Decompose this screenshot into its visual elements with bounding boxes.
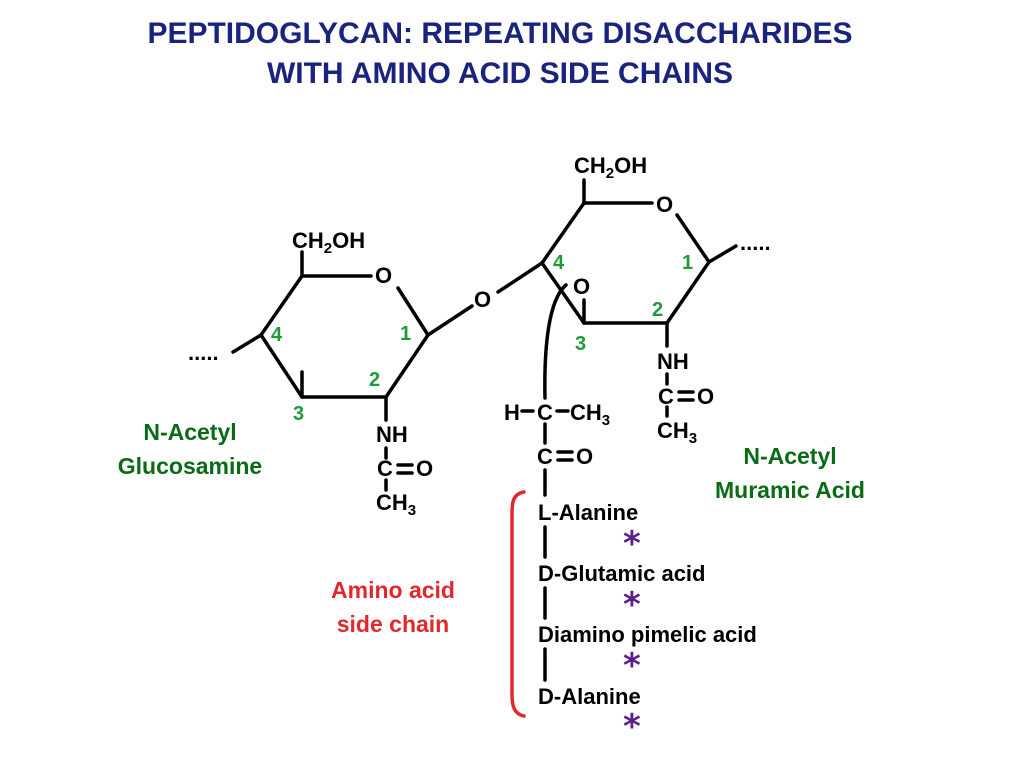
nag-nh: NH — [376, 422, 408, 447]
nag-carbonyl-c: C — [377, 456, 393, 481]
nam-chain-continuation: ..... — [740, 230, 771, 255]
residue-diamino-pimelic-acid: Diamino pimelic acid — [538, 622, 757, 647]
lactyl-bonds — [520, 409, 574, 497]
lactyl-carbonyl-o: O — [576, 444, 593, 469]
nam-ring-bonds — [540, 178, 738, 418]
lactyl-ch3: CH3 — [570, 400, 610, 429]
nag-ring-bonds — [231, 250, 474, 492]
nag-chain-continuation: ..... — [188, 340, 219, 365]
d-amino-acid-star-2: * — [623, 585, 641, 625]
residue-d-glutamic-acid: D-Glutamic acid — [538, 561, 705, 586]
nam-label-line-1: N-Acetyl — [743, 443, 836, 469]
nam-carbonyl-o: O — [697, 384, 714, 409]
nag-carbonyl-o: O — [416, 456, 433, 481]
nag-position-3: 3 — [293, 403, 304, 425]
page-title: PEPTIDOGLYCAN: REPEATING DISACCHARIDES W… — [0, 14, 1000, 94]
glycosidic-oxygen: O — [474, 287, 491, 312]
nam-ring-oxygen: O — [656, 192, 673, 217]
d-amino-acid-star-4: * — [623, 707, 641, 747]
lactyl-h: H — [504, 400, 520, 425]
nam-ch3: CH3 — [657, 418, 697, 447]
nag-position-2: 2 — [369, 369, 380, 391]
nam-label-line-2: Muramic Acid — [715, 477, 865, 503]
side-chain-label-line-2: side chain — [337, 611, 449, 637]
glycosidic-bond — [496, 261, 544, 294]
o3-lactyl-bond — [543, 283, 568, 400]
lactyl-carbonyl-c: C — [537, 444, 553, 469]
nam-o3-oxygen: O — [573, 274, 590, 299]
d-amino-acid-star-1: * — [623, 524, 641, 564]
nam-position-1: 1 — [682, 252, 693, 274]
lactyl-c: C — [537, 400, 553, 425]
nam-position-4: 4 — [553, 252, 565, 274]
nag-ch3: CH3 — [376, 490, 416, 519]
nam-ch2oh: CH2OH — [574, 153, 647, 182]
side-chain-label-line-1: Amino acid — [331, 577, 455, 603]
nag-position-1: 1 — [400, 323, 411, 345]
nam-carbonyl-c: C — [658, 384, 674, 409]
nag-label-line-2: Glucosamine — [118, 453, 262, 479]
nag-ring-oxygen: O — [375, 263, 392, 288]
title-line-2: WITH AMINO ACID SIDE CHAINS — [266, 57, 734, 90]
d-amino-acid-star-3: * — [623, 646, 641, 686]
residue-d-alanine: D-Alanine — [538, 684, 641, 709]
nam-nh: NH — [657, 349, 689, 374]
title-line-1: PEPTIDOGLYCAN: REPEATING DISACCHARIDES — [147, 17, 853, 50]
side-chain-bracket — [510, 490, 526, 718]
nag-ch2oh: CH2OH — [292, 228, 365, 257]
nag-label-line-1: N-Acetyl — [143, 419, 236, 445]
nag-position-4: 4 — [271, 324, 283, 346]
nam-position-2: 2 — [652, 299, 663, 321]
nam-position-3: 3 — [575, 333, 586, 355]
residue-l-alanine: L-Alanine — [538, 500, 638, 525]
